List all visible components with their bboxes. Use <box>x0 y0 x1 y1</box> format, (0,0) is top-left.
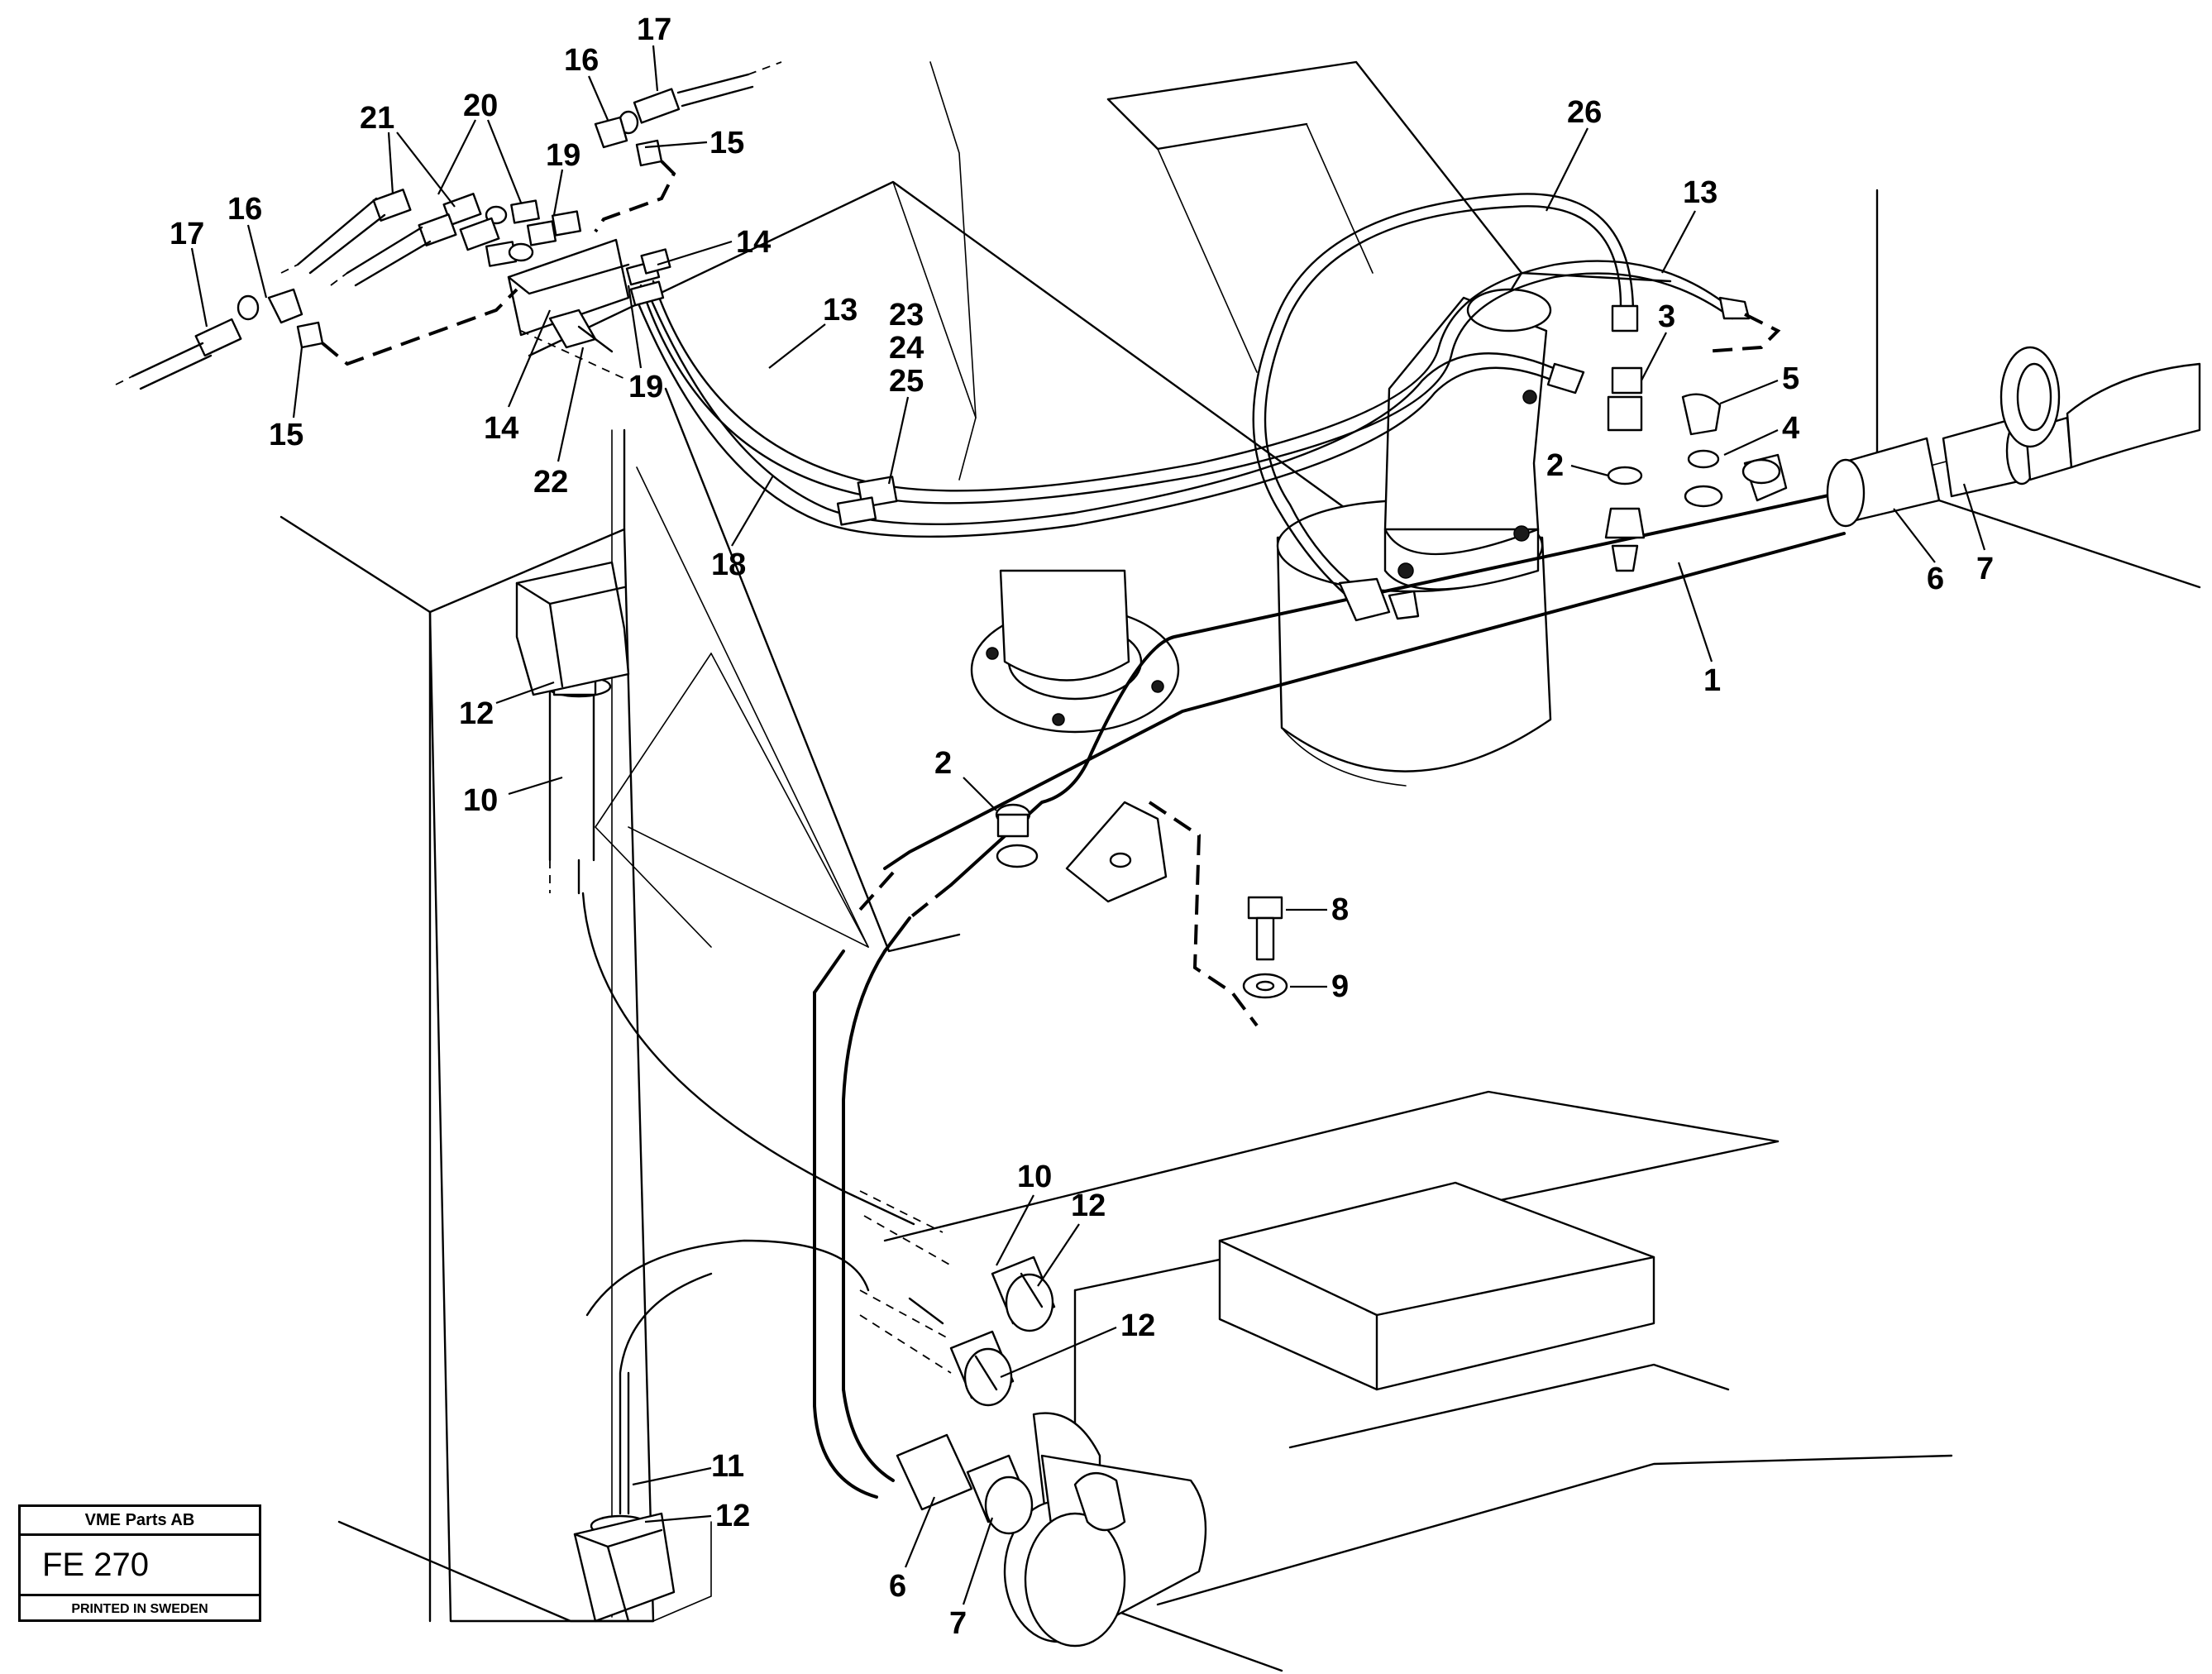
callout-16: 16 <box>564 43 599 78</box>
callout-25: 25 <box>889 364 924 399</box>
callout-15-left: 15 <box>269 418 303 452</box>
company-name: VME Parts AB <box>21 1507 259 1536</box>
main-pipe <box>813 346 2201 1499</box>
callout-26: 26 <box>1567 95 1602 130</box>
callout-10-left: 10 <box>463 783 498 818</box>
title-block: VME Parts AB FE 270 PRINTED IN SWEDEN <box>18 1504 261 1622</box>
callout-7-right: 7 <box>1976 552 1994 586</box>
filter-canister <box>1003 1412 1207 1648</box>
callout-2-right: 2 <box>1546 448 1564 483</box>
callout-1: 1 <box>1703 663 1721 698</box>
callout-14-left: 14 <box>484 411 518 446</box>
callout-12-upper: 12 <box>459 696 494 731</box>
callout-18: 18 <box>711 548 746 582</box>
callout-17: 17 <box>637 12 671 47</box>
pump-assembly <box>1276 288 1552 787</box>
printed-in: PRINTED IN SWEDEN <box>71 1602 208 1616</box>
callout-8: 8 <box>1331 892 1349 927</box>
drawing-code: FE 270 <box>21 1536 259 1596</box>
hoses-return <box>548 685 952 1515</box>
junction-boxes <box>515 561 676 1623</box>
hose-assembly-top <box>631 193 1788 1027</box>
callout-6-right: 6 <box>1927 562 1944 596</box>
manifold-block <box>115 61 782 390</box>
callout-19-top: 19 <box>546 138 580 173</box>
callout-15: 15 <box>709 126 744 160</box>
callout-21: 21 <box>360 101 394 136</box>
callout-5: 5 <box>1782 361 1799 396</box>
callout-13-right: 13 <box>1683 175 1718 210</box>
callout-19-lower: 19 <box>628 370 663 404</box>
callout-12-lower-b: 12 <box>1120 1308 1155 1343</box>
callout-10-lower: 10 <box>1017 1160 1052 1194</box>
callout-7-bottom: 7 <box>949 1606 967 1641</box>
callout-labels: 17 16 15 20 21 19 17 16 15 14 14 19 <box>170 12 1994 1641</box>
callout-11: 11 <box>711 1449 744 1484</box>
callout-4: 4 <box>1782 411 1799 446</box>
callout-24: 24 <box>889 331 924 366</box>
pedestal-flange <box>970 569 1180 734</box>
callout-12-lower-a: 12 <box>1071 1189 1106 1223</box>
hose-clamps <box>546 675 1056 1538</box>
callout-20: 20 <box>463 88 498 123</box>
callout-9: 9 <box>1331 969 1349 1004</box>
callout-12-bottom: 12 <box>715 1499 750 1533</box>
callout-17-left: 17 <box>170 217 204 251</box>
callout-23: 23 <box>889 298 924 332</box>
callout-3: 3 <box>1658 299 1675 334</box>
callout-22: 22 <box>533 465 568 500</box>
callout-16-left: 16 <box>227 192 262 227</box>
callout-2-lower: 2 <box>934 746 952 781</box>
callout-13-mid: 13 <box>823 293 858 328</box>
callout-6-bottom: 6 <box>889 1569 906 1604</box>
callout-14-right: 14 <box>736 225 771 260</box>
